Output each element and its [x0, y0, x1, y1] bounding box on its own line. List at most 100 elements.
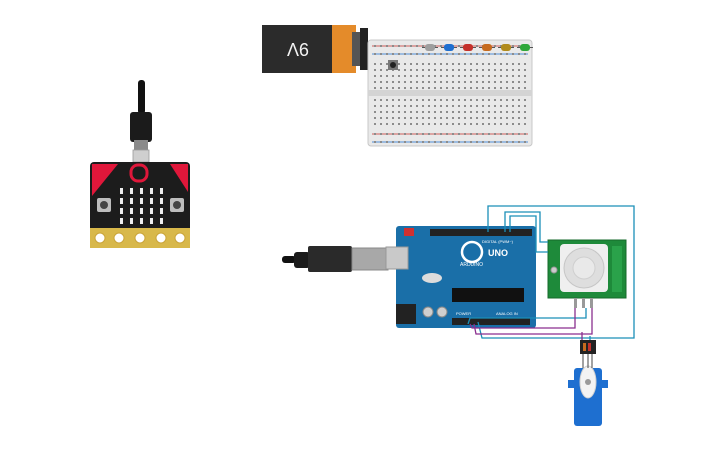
microbit-button-b[interactable] — [170, 198, 184, 212]
breadboard-hole — [422, 99, 424, 101]
breadboard-hole — [410, 87, 412, 89]
breadboard-hole — [404, 123, 406, 125]
breadboard-hole — [464, 69, 466, 71]
breadboard-hole — [470, 99, 472, 101]
breadboard-hole — [482, 75, 484, 77]
breadboard-led[interactable] — [441, 44, 457, 51]
breadboard-hole — [380, 81, 382, 83]
breadboard-hole — [482, 53, 484, 55]
breadboard-hole — [422, 75, 424, 77]
breadboard-hole — [506, 63, 508, 65]
breadboard-hole — [524, 63, 526, 65]
breadboard-hole — [488, 81, 490, 83]
breadboard-hole — [518, 53, 520, 55]
microbit-edge-connector — [90, 228, 190, 248]
arduino-reset-button[interactable] — [404, 228, 414, 236]
breadboard-pushbutton[interactable] — [388, 60, 398, 70]
breadboard-hole — [518, 117, 520, 119]
breadboard-hole — [392, 81, 394, 83]
breadboard-hole — [458, 105, 460, 107]
breadboard-hole — [428, 105, 430, 107]
breadboard-hole — [524, 133, 526, 135]
arduino-usb-cable[interactable] — [282, 246, 389, 272]
arduino-analog-label: ANALOG IN — [496, 311, 518, 316]
battery-9v[interactable]: 9V — [262, 25, 368, 73]
arduino-crystal — [422, 273, 442, 283]
microbit-button-a[interactable] — [97, 198, 111, 212]
breadboard-hole — [410, 105, 412, 107]
breadboard[interactable] — [367, 39, 533, 147]
breadboard-led[interactable] — [460, 44, 476, 51]
breadboard-hole — [374, 141, 376, 143]
arduino-power-analog-header — [452, 318, 530, 325]
pir-sensor[interactable] — [547, 239, 627, 308]
breadboard-led[interactable] — [422, 44, 438, 51]
breadboard-led[interactable] — [479, 44, 495, 51]
breadboard-hole — [410, 63, 412, 65]
breadboard-hole — [398, 45, 400, 47]
breadboard-hole — [452, 141, 454, 143]
breadboard-hole — [416, 117, 418, 119]
breadboard-hole — [476, 53, 478, 55]
breadboard-hole — [506, 123, 508, 125]
breadboard-hole — [446, 81, 448, 83]
breadboard-hole — [470, 133, 472, 135]
breadboard-hole — [524, 117, 526, 119]
breadboard-hole — [392, 141, 394, 143]
breadboard-hole — [440, 111, 442, 113]
microbit-usb-cable[interactable] — [130, 80, 152, 163]
breadboard-hole — [494, 117, 496, 119]
breadboard-hole — [458, 111, 460, 113]
breadboard-hole — [428, 69, 430, 71]
breadboard-hole — [524, 75, 526, 77]
breadboard-hole — [404, 133, 406, 135]
breadboard-led[interactable] — [498, 44, 514, 51]
breadboard-hole — [434, 105, 436, 107]
breadboard-hole — [488, 123, 490, 125]
breadboard-hole — [488, 87, 490, 89]
breadboard-hole — [392, 99, 394, 101]
breadboard-hole — [476, 133, 478, 135]
breadboard-hole — [524, 105, 526, 107]
breadboard-hole — [446, 133, 448, 135]
breadboard-hole — [404, 75, 406, 77]
breadboard-hole — [440, 105, 442, 107]
breadboard-hole — [452, 69, 454, 71]
breadboard-hole — [476, 45, 478, 47]
servo-motor[interactable] — [568, 340, 608, 426]
breadboard-hole — [500, 133, 502, 135]
breadboard-hole — [422, 123, 424, 125]
breadboard-hole — [470, 123, 472, 125]
breadboard-hole — [476, 117, 478, 119]
arduino-digital-header — [430, 229, 532, 236]
microbit-board[interactable] — [90, 162, 190, 248]
breadboard-hole — [398, 81, 400, 83]
breadboard-hole — [506, 111, 508, 113]
breadboard-hole — [440, 75, 442, 77]
breadboard-hole — [386, 141, 388, 143]
breadboard-hole — [428, 111, 430, 113]
breadboard-hole — [482, 63, 484, 65]
breadboard-hole — [410, 45, 412, 47]
breadboard-hole — [512, 87, 514, 89]
breadboard-hole — [458, 141, 460, 143]
arduino-uno-board[interactable]: UNO ARDUINO DIGITAL (PWM~) POWER ANALOG … — [385, 226, 536, 328]
breadboard-hole — [488, 133, 490, 135]
breadboard-hole — [518, 63, 520, 65]
breadboard-hole — [404, 111, 406, 113]
breadboard-hole — [476, 105, 478, 107]
breadboard-hole — [380, 105, 382, 107]
breadboard-hole — [464, 117, 466, 119]
breadboard-hole — [404, 81, 406, 83]
breadboard-led[interactable] — [517, 44, 533, 51]
breadboard-hole — [434, 141, 436, 143]
breadboard-hole — [398, 117, 400, 119]
breadboard-hole — [470, 87, 472, 89]
breadboard-hole — [464, 105, 466, 107]
breadboard-hole — [470, 63, 472, 65]
breadboard-hole — [434, 69, 436, 71]
breadboard-hole — [440, 45, 442, 47]
breadboard-hole — [428, 63, 430, 65]
breadboard-hole — [446, 69, 448, 71]
